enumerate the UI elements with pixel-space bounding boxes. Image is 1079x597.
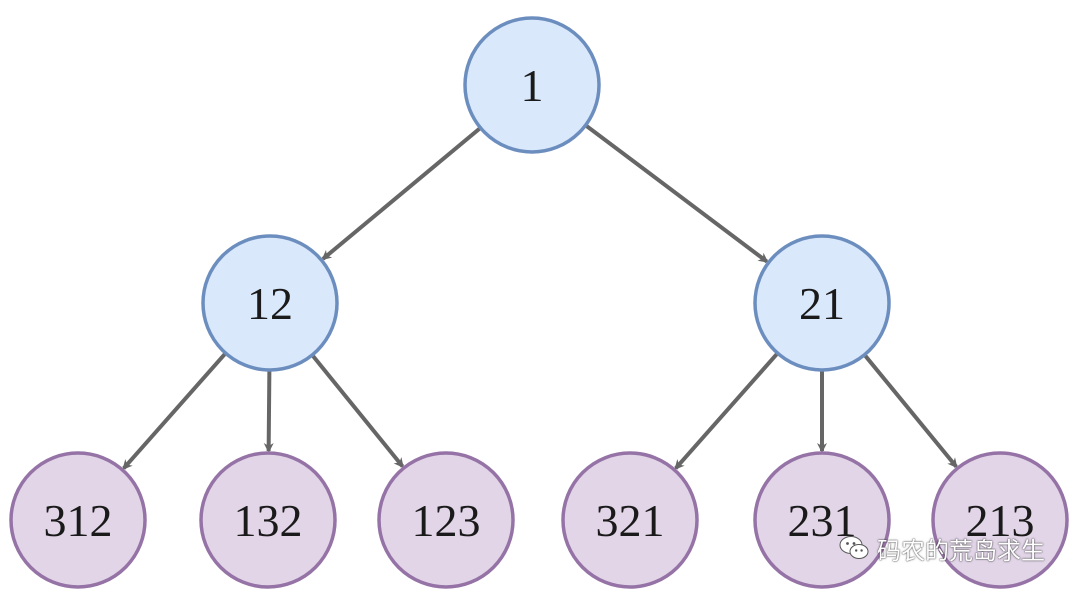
tree-node-1: 1 (463, 16, 601, 154)
tree-node-321: 321 (561, 451, 699, 589)
node-label: 123 (412, 495, 481, 546)
tree-node-12: 12 (201, 234, 339, 372)
edge-n1-n21 (584, 123, 769, 264)
node-circle (199, 451, 337, 589)
watermark: 码农的荒岛求生 (839, 531, 1045, 565)
node-circle (463, 16, 601, 154)
node-circle (9, 451, 147, 589)
edges-layer (122, 123, 958, 470)
tree-node-21: 21 (753, 234, 891, 372)
node-label: 321 (596, 495, 665, 546)
edge-n12-n312 (122, 351, 228, 470)
watermark-text: 码农的荒岛求生 (877, 536, 1045, 565)
node-label: 213 (966, 495, 1035, 546)
node-circle (753, 234, 891, 372)
node-circle (377, 451, 515, 589)
node-label: 312 (44, 495, 113, 546)
edge-n21-n213 (862, 353, 958, 469)
node-label: 132 (234, 495, 303, 546)
edge-n12-n132 (263, 369, 274, 454)
edge-n1-n12 (321, 126, 482, 261)
tree-node-132: 132 (199, 451, 337, 589)
nodes-layer: 1 12 21 312 132 123 321 231 213 (9, 16, 1069, 589)
node-circle (561, 451, 699, 589)
node-label: 21 (799, 278, 845, 329)
node-circle (201, 234, 339, 372)
node-label: 12 (247, 278, 293, 329)
tree-node-231: 231 (753, 451, 891, 589)
node-label: 1 (521, 60, 544, 111)
node-circle (931, 451, 1069, 589)
tree-node-213: 213 (931, 451, 1069, 589)
edge-n12-n123 (310, 353, 405, 468)
tree-node-123: 123 (377, 451, 515, 589)
edge-n21-n321 (674, 351, 780, 470)
tree-node-312: 312 (9, 451, 147, 589)
wechat-icon (839, 536, 869, 559)
